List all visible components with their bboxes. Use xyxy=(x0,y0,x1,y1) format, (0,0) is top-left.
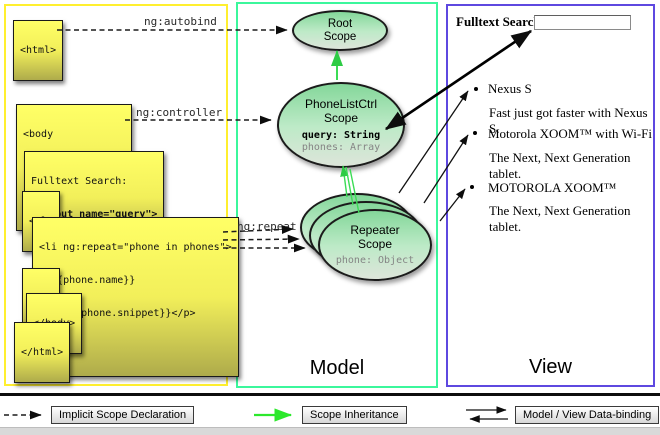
repeater-line1: Repeater xyxy=(350,223,400,237)
phonelist-line1: PhoneListCtrl xyxy=(304,96,378,111)
code-line: </html> xyxy=(21,347,64,358)
repeater-prop-phone: phone: Object xyxy=(335,255,415,266)
fulltext-search-input[interactable] xyxy=(534,15,631,30)
view-item-title: Nexus S xyxy=(488,81,532,96)
phonelistctrl-scope-ellipse: PhoneListCtrl Scope query: String phones… xyxy=(277,82,405,168)
code-line: <body xyxy=(23,129,54,140)
phonelist-prop-query: query: String xyxy=(301,129,381,141)
view-item-desc: The Next, Next Generation tablet. xyxy=(489,150,631,181)
code-line: <li ng:repeat="phone in phones"> xyxy=(39,242,232,253)
root-scope-ellipse: Root Scope xyxy=(292,10,388,51)
bullet-icon xyxy=(470,185,474,189)
view-item-title: Motorola XOOM™ with Wi-Fi xyxy=(488,126,653,141)
edge-label-controller: ng:controller xyxy=(136,106,223,119)
legend-scope-inheritance: Scope Inheritance xyxy=(302,406,407,424)
root-scope-line2: Scope xyxy=(323,30,357,43)
view-column-label: View xyxy=(529,356,572,378)
code-html-close: </html> xyxy=(14,322,71,383)
legend-model-view-data-binding: Model / View Data-binding xyxy=(515,406,660,424)
view-item-desc: The Next, Next Generation tablet. xyxy=(489,203,631,234)
view-item-title: MOTOROLA XOOM™ xyxy=(488,180,617,195)
phonelistctrl-scope-title: PhoneListCtrl Scope xyxy=(305,97,377,125)
legend-separator-line xyxy=(0,393,660,396)
code-line: {{phone.name}} xyxy=(39,275,136,286)
code-line: Fulltext Search: xyxy=(31,176,128,187)
legend-implicit-scope-declaration: Implicit Scope Declaration xyxy=(51,406,195,424)
edge-label-autobind: ng:autobind xyxy=(144,15,217,28)
bullet-icon xyxy=(474,87,478,91)
code-line: <p>{{phone.snippet}}</p> xyxy=(39,308,196,319)
bullet-icon xyxy=(473,131,477,135)
page-bottom-strip xyxy=(0,427,660,435)
repeater-scope-ellipse: Repeater Scope phone: Object xyxy=(318,209,432,281)
code-html-open: <html> xyxy=(13,20,64,81)
edge-label-repeat: ng:repeat xyxy=(237,220,297,233)
repeater-scope-title: Repeater Scope xyxy=(350,223,399,251)
root-scope-title: Root Scope xyxy=(324,18,357,44)
model-column-label: Model xyxy=(309,357,365,379)
phonelist-prop-phones: phones: Array xyxy=(301,141,381,153)
root-scope-line1: Root xyxy=(327,17,353,30)
code-line: <html> xyxy=(20,45,57,56)
repeater-line2: Scope xyxy=(357,237,393,251)
phonelist-line2: Scope xyxy=(323,110,358,125)
fulltext-search-label: Fulltext Search: xyxy=(456,14,545,29)
